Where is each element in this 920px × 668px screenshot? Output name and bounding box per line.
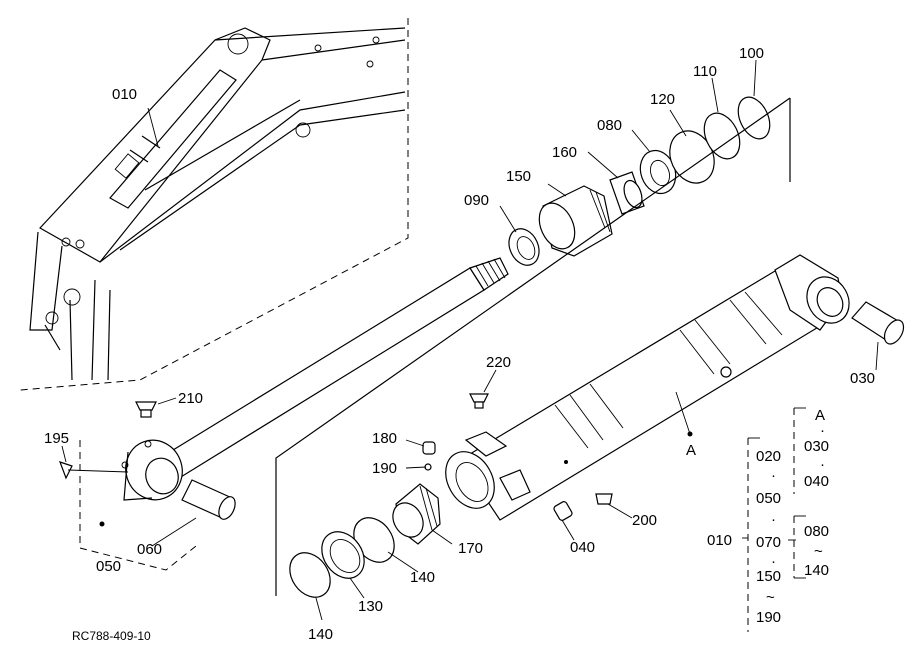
leader-lines xyxy=(61,59,879,621)
assembly-legend: A · 030 · 040 020 · 050 · 070 · 150 ~ 19… xyxy=(707,407,829,632)
legend-010: 010 xyxy=(707,532,732,549)
legend-dot-2: · xyxy=(820,456,825,473)
seal-090 xyxy=(508,228,540,266)
label-090: 090 xyxy=(464,192,489,209)
boom-detail-boundary xyxy=(19,18,409,391)
bushing-060 xyxy=(181,479,236,520)
legend-040: 040 xyxy=(804,473,829,490)
label-120: 120 xyxy=(650,91,675,108)
label-140-a: 140 xyxy=(410,569,435,586)
legend-190: 190 xyxy=(756,609,781,626)
reference-code: RC788-409-10 xyxy=(72,629,151,643)
boom-illustration xyxy=(29,27,406,381)
nipple-180 xyxy=(422,441,436,455)
label-160: 160 xyxy=(552,144,577,161)
label-190: 190 xyxy=(372,460,397,477)
label-220: 220 xyxy=(486,354,511,371)
assembly-line-left xyxy=(275,97,791,596)
legend-050: 050 xyxy=(756,490,781,507)
legend-dot-5: · xyxy=(771,553,776,570)
label-030: 030 xyxy=(850,370,875,387)
cylinder-tube xyxy=(445,254,850,521)
legend-tilde-2: ~ xyxy=(814,543,823,560)
legend-140: 140 xyxy=(804,562,829,579)
grease-nipple-220 xyxy=(469,393,489,409)
label-150: 150 xyxy=(506,168,531,185)
label-180: 180 xyxy=(372,430,397,447)
label-A: A xyxy=(686,442,696,459)
fitting-040 xyxy=(553,501,573,521)
nipple-200 xyxy=(595,493,613,505)
label-010: 010 xyxy=(112,86,137,103)
seal-140b xyxy=(289,552,331,598)
label-140-b: 140 xyxy=(308,626,333,643)
legend-030: 030 xyxy=(804,438,829,455)
label-050: 050 xyxy=(96,558,121,575)
legend-tilde-1: ~ xyxy=(766,589,775,606)
piston-170 xyxy=(392,483,441,545)
bushing-030 xyxy=(851,301,905,345)
o-ring-110 xyxy=(703,112,741,160)
legend-150: 150 xyxy=(756,568,781,585)
piston-rod xyxy=(121,257,509,501)
legend-dot-3: · xyxy=(771,467,776,484)
grease-nipple-210 xyxy=(135,401,157,418)
label-130: 130 xyxy=(358,598,383,615)
label-080: 080 xyxy=(597,117,622,134)
label-060: 060 xyxy=(137,541,162,558)
legend-020: 020 xyxy=(756,448,781,465)
legend-dot-1: · xyxy=(820,422,825,439)
legend-A: A xyxy=(815,407,825,424)
eye-050-boundary xyxy=(79,440,197,571)
label-210: 210 xyxy=(178,390,203,407)
label-040: 040 xyxy=(570,539,595,556)
legend-dot-4: · xyxy=(771,511,776,528)
gland-150 xyxy=(538,185,613,257)
bushing-160 xyxy=(609,171,645,215)
legend-070: 070 xyxy=(756,534,781,551)
label-170: 170 xyxy=(458,540,483,557)
label-110: 110 xyxy=(693,63,717,80)
label-200: 200 xyxy=(632,512,657,529)
legend-080: 080 xyxy=(804,523,829,540)
ring-130 xyxy=(321,531,365,579)
label-195: 195 xyxy=(44,430,69,447)
label-100: 100 xyxy=(739,45,764,62)
grease-nipple-195 xyxy=(58,461,73,480)
